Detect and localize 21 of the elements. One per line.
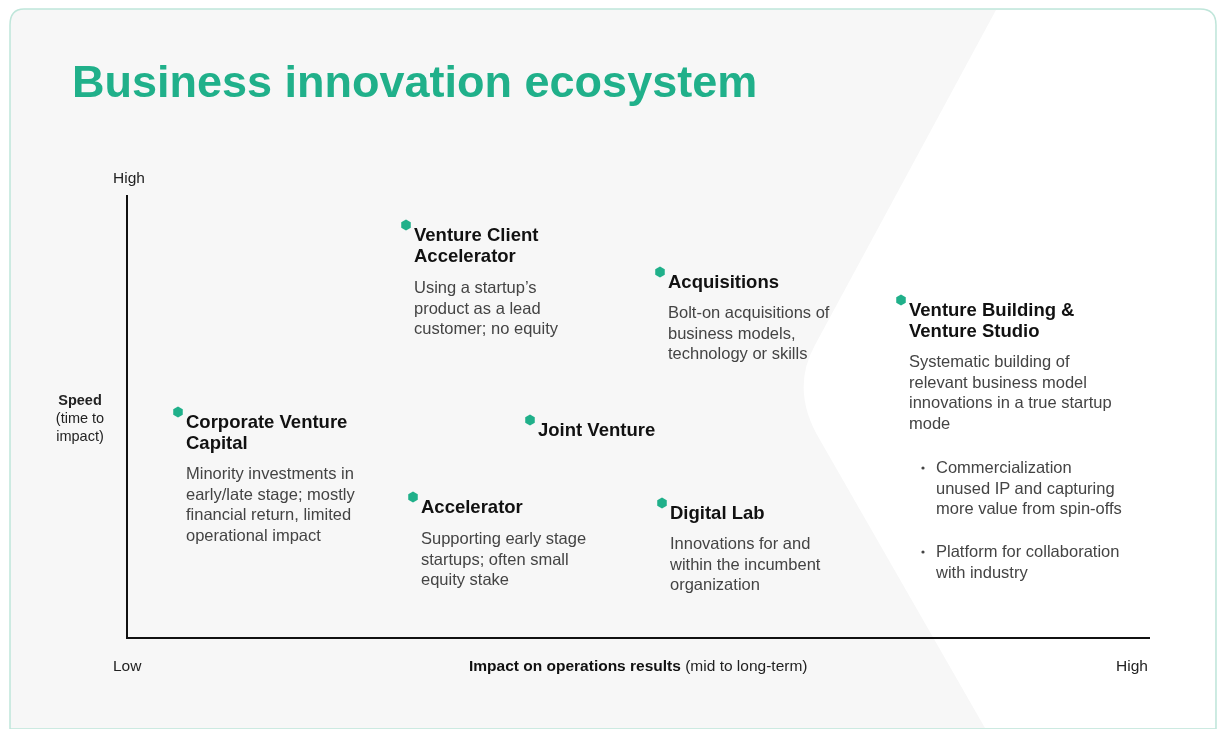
item-heading: Corporate Venture Capital — [186, 412, 349, 454]
item-heading: Venture Client Accelerator — [414, 225, 540, 267]
axis-label: Low — [113, 656, 142, 676]
axis-label: High — [1116, 656, 1148, 676]
item-description: Using a startup’s product as a lead customer; no equity — [414, 277, 559, 339]
item-description: Bolt-on acquisitions of business models, technology or skills — [668, 302, 831, 364]
axis-label: Impact on operations results (mid to long-term) — [469, 656, 808, 676]
title: Business innovation ecosystem — [72, 56, 758, 108]
bullet-text: Platform for collaboration with industry — [936, 541, 1121, 583]
item-description: Innovations for and within the incumbent organization — [670, 533, 822, 595]
item-heading: Acquisitions — [668, 272, 780, 293]
bullet-text: Commercialization unused IP and capturing more value from spin-offs — [936, 457, 1123, 519]
axis-label: High — [113, 168, 145, 188]
item-heading: Accelerator — [421, 497, 524, 518]
item-heading: Joint Venture — [538, 420, 657, 441]
item-heading: Digital Lab — [670, 503, 766, 524]
item-description: Systematic building of relevant business model innovations in a true startup mode — [909, 351, 1113, 434]
axis-label: Speed (time to impact) — [54, 391, 106, 446]
item-description: Supporting early stage startups; often small equity stake — [421, 528, 588, 590]
item-heading: Venture Building & Venture Studio — [909, 300, 1076, 342]
item-description: Minority investments in early/late stage; mostly financial return, limited operational impact — [186, 463, 356, 546]
